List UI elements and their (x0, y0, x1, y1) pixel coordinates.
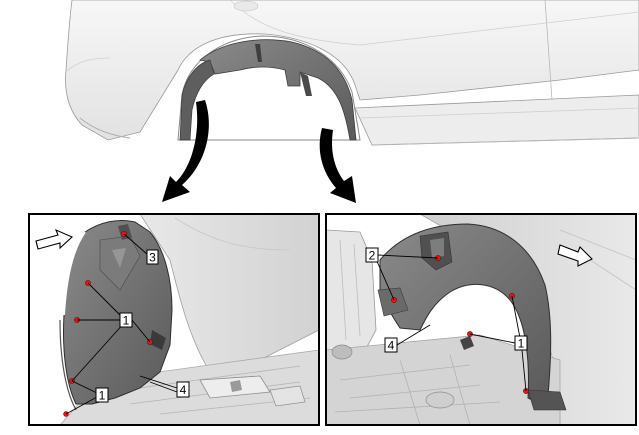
right-detail-panel: 2 4 1 (325, 213, 637, 426)
svg-text:1: 1 (518, 337, 525, 351)
svg-text:2: 2 (369, 249, 376, 263)
callout-4-left: 4 (176, 381, 190, 398)
callout-2-right: 2 (365, 247, 379, 263)
svg-text:4: 4 (180, 383, 187, 397)
left-detail-panel: 3 1 1 4 (28, 213, 320, 426)
fastener-upper-right (509, 293, 515, 299)
callout-3-left: 3 (146, 249, 159, 265)
rear-bumper (65, 0, 639, 141)
direction-arrow-icon (35, 228, 73, 250)
svg-text:4: 4 (388, 339, 395, 353)
callout-1-left-lower: 1 (95, 387, 109, 403)
svg-text:3: 3 (149, 251, 156, 265)
svg-text:1: 1 (123, 314, 130, 328)
callout-4-right: 4 (384, 337, 398, 353)
callout-1-left-upper: 1 (119, 312, 133, 328)
wheel-liner-overview (199, 39, 357, 141)
vehicle-overview (65, 0, 639, 203)
callout-1-right: 1 (514, 335, 528, 351)
direction-arrow-icon (557, 244, 593, 267)
arrow-to-left-detail (162, 100, 209, 202)
arrow-to-right-detail (319, 128, 356, 203)
side-sill (354, 94, 639, 146)
svg-text:1: 1 (99, 389, 106, 403)
wheel-liner-right (379, 223, 552, 405)
